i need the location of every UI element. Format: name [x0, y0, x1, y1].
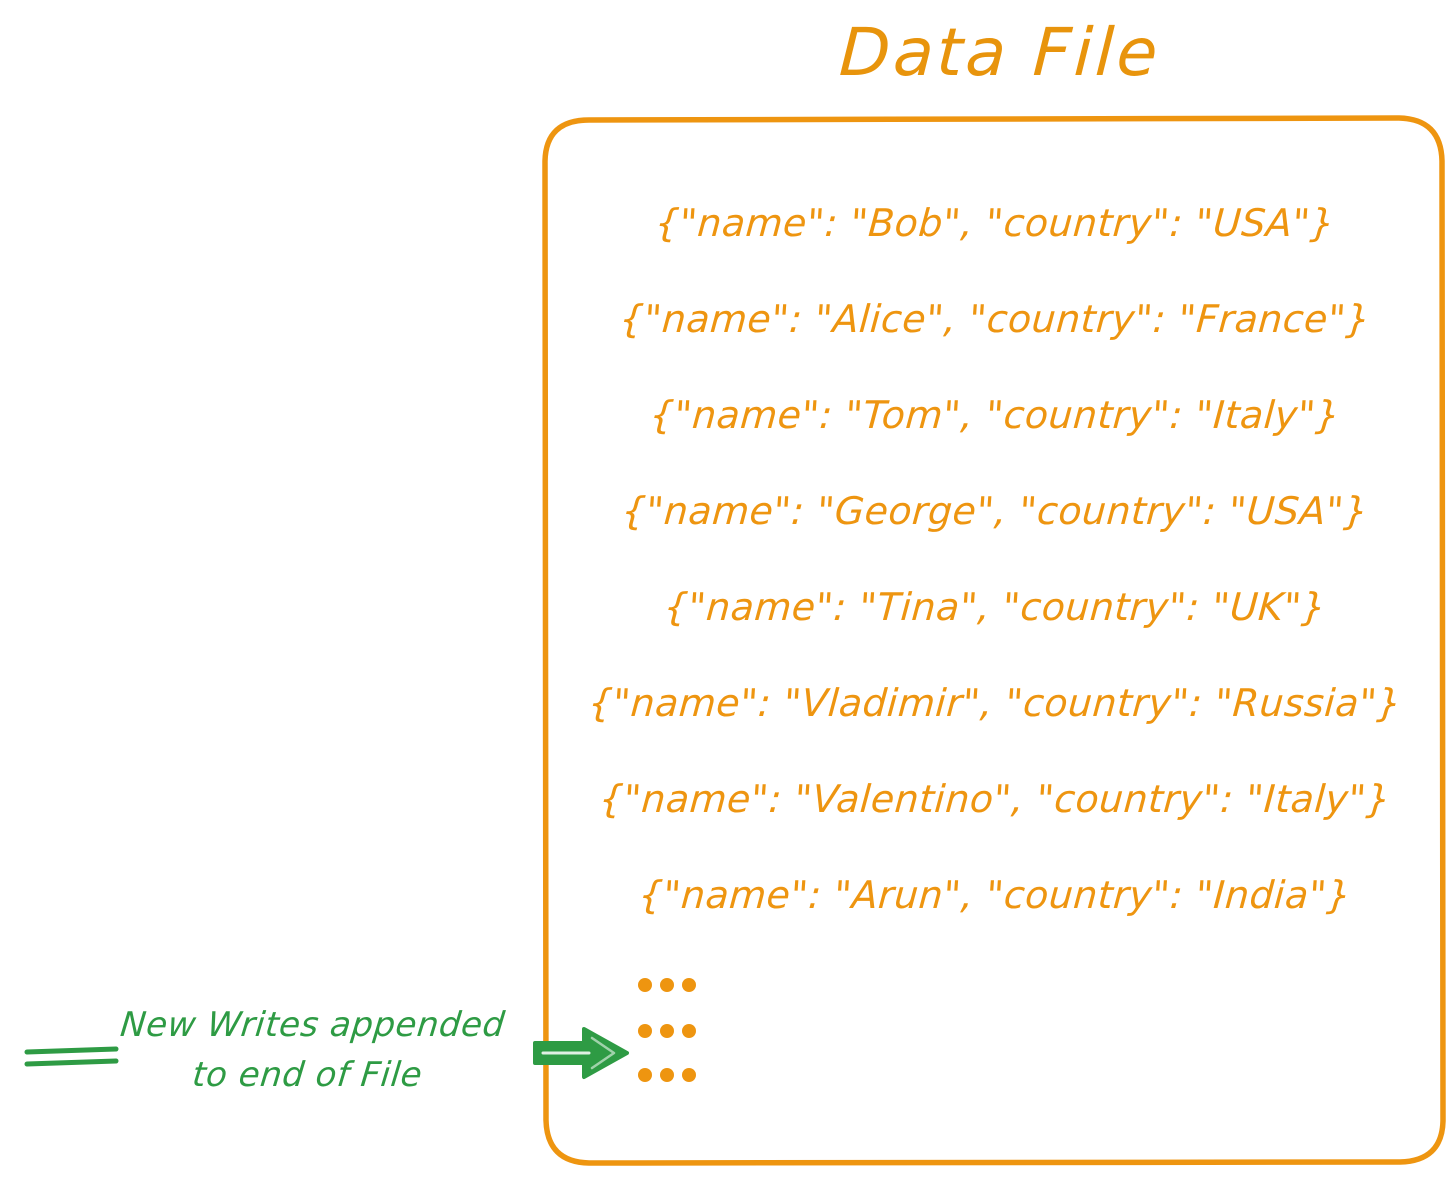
new-writes-annotation: New Writes appended to end of File	[90, 1000, 531, 1100]
ellipsis-dot-icon	[660, 1024, 674, 1038]
continuation-dots-row	[638, 1068, 696, 1082]
page-title: Data File	[837, 14, 1163, 91]
record-line: {"name": "Arun", "country": "India"}	[637, 873, 1353, 917]
record-line: {"name": "Alice", "country": "France"}	[618, 297, 1372, 341]
record-line: {"name": "George", "country": "USA"}	[620, 489, 1370, 533]
record-line: {"name": "Bob", "country": "USA"}	[653, 201, 1337, 245]
ellipsis-dot-icon	[638, 978, 652, 992]
record-list: {"name": "Bob", "country": "USA"} {"name…	[560, 175, 1430, 943]
leader-double-line	[24, 1046, 119, 1067]
ellipsis-dot-icon	[638, 1024, 652, 1038]
new-writes-arrow-icon	[533, 1027, 629, 1079]
ellipsis-dot-icon	[638, 1068, 652, 1082]
ellipsis-dot-icon	[682, 1024, 696, 1038]
record-line: {"name": "Tom", "country": "Italy"}	[648, 393, 1342, 437]
record-line: {"name": "Tina", "country": "UK"}	[662, 585, 1328, 629]
ellipsis-dot-icon	[682, 978, 696, 992]
ellipsis-dot-icon	[660, 978, 674, 992]
annotation-line-2: to end of File	[190, 1055, 425, 1095]
ellipsis-dot-icon	[660, 1068, 674, 1082]
continuation-dots-row	[638, 978, 696, 992]
continuation-dots-row	[638, 1024, 696, 1038]
record-line: {"name": "Vladimir", "country": "Russia"…	[586, 681, 1404, 725]
annotation-line-1: New Writes appended	[118, 1005, 507, 1045]
data-file-box-outline	[542, 115, 1446, 1166]
ellipsis-dot-icon	[682, 1068, 696, 1082]
record-line: {"name": "Valentino", "country": "Italy"…	[597, 777, 1393, 821]
